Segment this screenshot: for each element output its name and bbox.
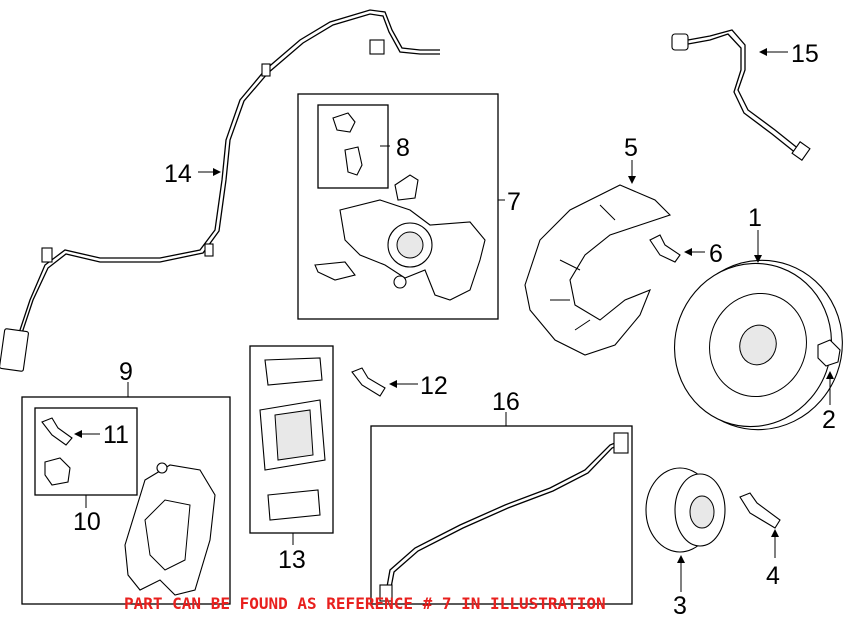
- callout-14: 14: [164, 160, 192, 188]
- callout-leaders: [74, 48, 834, 592]
- callout-16: 16: [492, 388, 520, 416]
- caliper-bracket: [124, 462, 216, 596]
- callout-10: 10: [73, 508, 101, 536]
- abs-sensor-wire-right: [671, 29, 811, 161]
- callout-13: 13: [278, 546, 306, 574]
- brake-pad-box: [249, 345, 334, 534]
- callout-7: 7: [507, 188, 521, 216]
- bleeder-box: [317, 104, 389, 189]
- guide-pin-parts: [41, 417, 73, 486]
- callout-2: 2: [822, 406, 836, 434]
- callout-5: 5: [624, 134, 638, 162]
- callout-8: 8: [396, 134, 410, 162]
- dust-shield: [524, 184, 672, 356]
- callout-15: 15: [791, 40, 819, 68]
- callout-1: 1: [748, 204, 762, 232]
- reference-note: PART CAN BE FOUND AS REFERENCE # 7 IN IL…: [124, 594, 606, 613]
- caliper-box: [297, 93, 499, 320]
- abs-sensor-wire-left: [0, 9, 440, 372]
- wheel-hub: [645, 467, 726, 553]
- callout-12: 12: [420, 372, 448, 400]
- bleeder-screw-parts: [332, 112, 363, 176]
- brake-caliper: [314, 174, 486, 301]
- wheel-nut: [817, 339, 841, 367]
- caliper-bolt: [351, 367, 386, 397]
- brake-pads: [259, 357, 326, 521]
- callout-11: 11: [103, 421, 129, 449]
- callout-6: 6: [709, 240, 723, 268]
- hub-bolt: [739, 492, 781, 529]
- brake-line-box: [370, 425, 633, 605]
- brake-rotor: [673, 259, 843, 431]
- brake-hose: [379, 432, 629, 602]
- callout-4: 4: [766, 562, 780, 590]
- callout-3: 3: [673, 592, 687, 620]
- shield-bolt: [649, 234, 681, 263]
- bracket-box: [21, 396, 231, 605]
- callout-9: 9: [119, 358, 133, 386]
